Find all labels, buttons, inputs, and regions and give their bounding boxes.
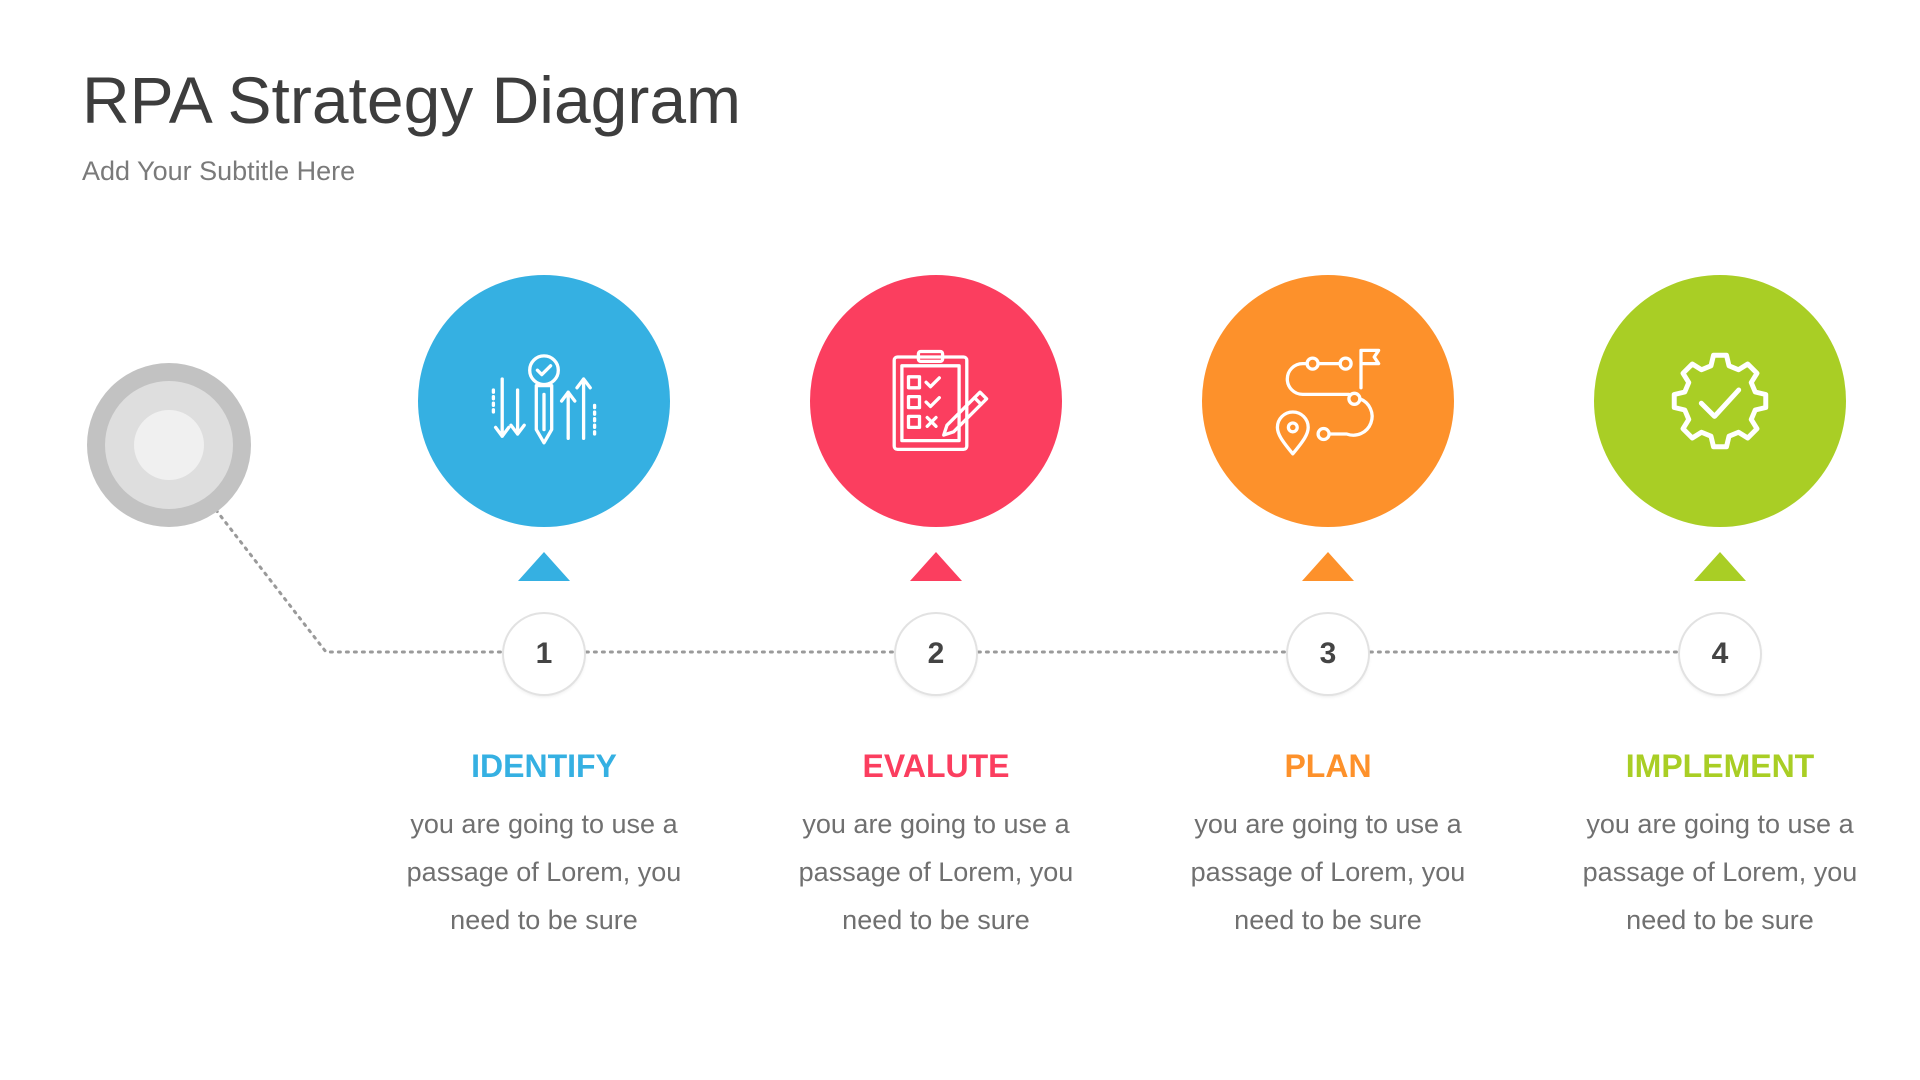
step-title: IDENTIFY bbox=[471, 748, 617, 784]
pointer-triangle bbox=[1694, 552, 1746, 581]
pointer-triangle bbox=[518, 552, 570, 581]
step-number: 2 bbox=[896, 614, 976, 694]
checklist-clipboard-icon bbox=[892, 349, 989, 452]
step-title: PLAN bbox=[1284, 748, 1372, 784]
step-implement: 4 IMPLEMENT you are going to use a passa… bbox=[1560, 0, 1880, 1080]
step-circle bbox=[810, 275, 1062, 527]
idea-pencil-arrows-icon bbox=[491, 354, 597, 445]
page-title: RPA Strategy Diagram bbox=[82, 63, 742, 137]
step-title: IMPLEMENT bbox=[1625, 748, 1815, 784]
step-number: 4 bbox=[1680, 614, 1760, 694]
step-identify: 1 IDENTIFY you are going to use a passag… bbox=[384, 0, 704, 1080]
step-number: 1 bbox=[504, 614, 584, 694]
step-circle bbox=[1202, 275, 1454, 527]
step-description: you are going to use a passage of Lorem,… bbox=[1190, 809, 1466, 935]
route-flag-icon bbox=[1275, 348, 1381, 456]
step-circle bbox=[418, 275, 670, 527]
step-plan: 3 PLAN you are going to use a passage of… bbox=[1168, 0, 1488, 1080]
pointer-triangle bbox=[910, 552, 962, 581]
step-description: you are going to use a passage of Lorem,… bbox=[798, 809, 1074, 935]
step-circle bbox=[1594, 275, 1846, 527]
step-description: you are going to use a passage of Lorem,… bbox=[1582, 809, 1858, 935]
gear-check-icon bbox=[1671, 352, 1769, 450]
start-node bbox=[87, 363, 251, 527]
step-number: 3 bbox=[1288, 614, 1368, 694]
pointer-triangle bbox=[1302, 552, 1354, 581]
step-evalute: 2 EVALUTE you are going to use a passage… bbox=[776, 0, 1096, 1080]
step-title: EVALUTE bbox=[862, 748, 1010, 784]
page-subtitle: Add Your Subtitle Here bbox=[82, 156, 356, 186]
step-description: you are going to use a passage of Lorem,… bbox=[406, 809, 682, 935]
